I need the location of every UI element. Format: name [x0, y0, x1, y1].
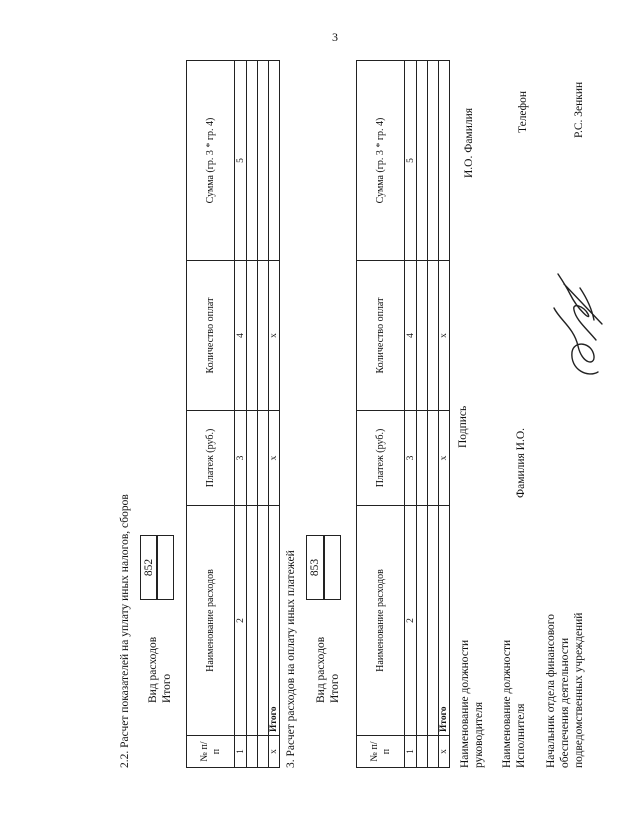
- table-row: [427, 60, 439, 768]
- col-number: 1: [234, 735, 247, 768]
- other-payments-table: № п/п Наименование расходов Платеж (руб.…: [356, 60, 450, 768]
- total-cell: [268, 60, 280, 261]
- section-title-other-payments: 3. Расчет расходов на оплату иных платеж…: [285, 550, 297, 768]
- taxes-table: № п/п Наименование расходов Платеж (руб.…: [186, 60, 280, 768]
- total-cell: x: [438, 410, 450, 506]
- col-number: 5: [234, 60, 247, 261]
- total-cell: x: [268, 735, 280, 768]
- head-position-line2: руководителя: [473, 701, 485, 768]
- taxes-table-col-numbers: 1 2 3 4 5: [234, 60, 247, 768]
- page-number: 3: [332, 30, 338, 44]
- total-label: Итого: [268, 505, 280, 736]
- col-sum-header: Сумма (гр. 3 * гр. 4): [356, 60, 405, 261]
- itogo-box-1: [157, 535, 174, 600]
- vid-label-1: Вид расходов: [147, 636, 159, 703]
- itogo-label-2: Итого: [329, 673, 341, 703]
- col-count-header: Количество оплат: [356, 260, 405, 411]
- total-cell: x: [438, 260, 450, 411]
- col-count-header: Количество оплат: [186, 260, 235, 411]
- total-label: Итого: [438, 505, 450, 736]
- taxes-table-header: № п/п Наименование расходов Платеж (руб.…: [186, 60, 235, 768]
- total-cell: x: [438, 735, 450, 768]
- section-title-taxes: 2.2. Расчет показателей на уплату иных н…: [119, 494, 131, 768]
- chief-title-line2: обеспечения деятельности: [559, 637, 571, 768]
- col-payment-header: Платеж (руб.): [186, 410, 235, 506]
- col-payment-header: Платеж (руб.): [356, 410, 405, 506]
- head-position-line1: Наименование должности: [459, 639, 471, 768]
- col-number: 3: [234, 410, 247, 506]
- total-cell: x: [268, 260, 280, 411]
- head-name: И.О. Фамилия: [463, 107, 475, 178]
- table-row: [257, 60, 269, 768]
- vid-code-853: 853: [309, 558, 321, 577]
- col-name-header: Наименование расходов: [186, 505, 235, 736]
- chief-name: Р.С. Зенкин: [573, 81, 585, 138]
- chief-title-line3: подведомственных учреждений: [573, 612, 585, 768]
- handwritten-signature: [553, 273, 603, 375]
- exec-name: Фамилия И.О.: [515, 427, 527, 498]
- vid-label-2: Вид расходов: [315, 636, 327, 703]
- total-cell: x: [268, 410, 280, 506]
- chief-title-line1: Начальник отдела финансового: [545, 614, 557, 768]
- col-number: 1: [404, 735, 417, 768]
- col-number: 2: [404, 505, 417, 736]
- col-number: 5: [404, 60, 417, 261]
- col-sum-header: Сумма (гр. 3 * гр. 4): [186, 60, 235, 261]
- col-num-header: № п/п: [186, 735, 235, 768]
- exec-position-line1: Наименование должности: [501, 639, 513, 768]
- taxes-total-row: x Итого x x: [268, 60, 280, 768]
- exec-phone: Телефон: [517, 90, 529, 133]
- table-row: [246, 60, 258, 768]
- exec-position-line2: Исполнителя: [515, 703, 527, 768]
- itogo-box-2: [324, 535, 341, 600]
- total-cell: [438, 60, 450, 261]
- other-payments-col-numbers: 1 2 3 4 5: [404, 60, 417, 768]
- itogo-label-1: Итого: [161, 673, 173, 703]
- col-number: 4: [234, 260, 247, 411]
- other-payments-table-header: № п/п Наименование расходов Платеж (руб.…: [356, 60, 405, 768]
- head-sign-label: Подпись: [457, 405, 469, 448]
- col-number: 4: [404, 260, 417, 411]
- vid-code-852: 852: [143, 558, 155, 577]
- col-number: 3: [404, 410, 417, 506]
- col-num-header: № п/п: [356, 735, 405, 768]
- col-name-header: Наименование расходов: [356, 505, 405, 736]
- other-payments-total-row: x Итого x x: [438, 60, 450, 768]
- col-number: 2: [234, 505, 247, 736]
- table-row: [416, 60, 428, 768]
